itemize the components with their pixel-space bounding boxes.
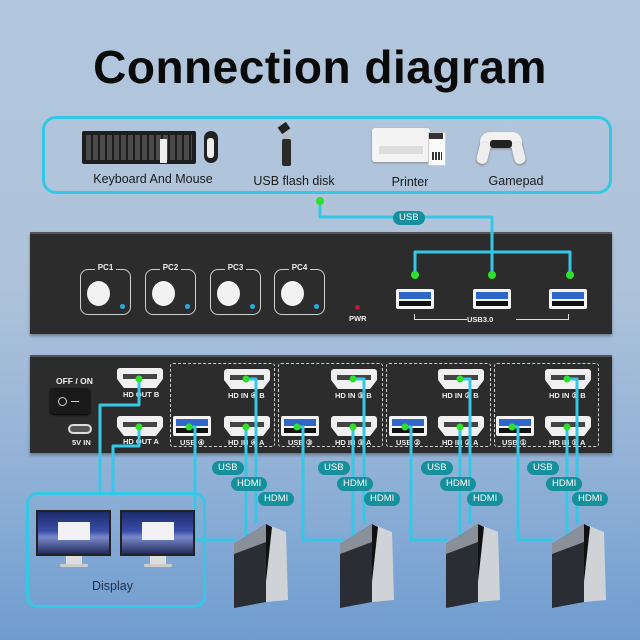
- hdmi-in-4b-label: HD IN ④ B: [228, 391, 265, 400]
- usb-4-port[interactable]: [173, 416, 211, 436]
- hdmi-in-2a-port[interactable]: [438, 416, 484, 436]
- pc-tower-1-icon: [552, 524, 606, 608]
- peripherals-box: [42, 116, 612, 194]
- mouse-icon: [204, 131, 218, 163]
- peripheral-label-usb-disk: USB flash disk: [253, 174, 335, 188]
- keyboard-mouse-icon: [82, 131, 196, 164]
- pc3-led-icon: [250, 304, 255, 309]
- hdmi-in-1a-port[interactable]: [545, 416, 591, 436]
- tag-hdmi-pc2-b: HDMI: [467, 492, 504, 506]
- power-switch[interactable]: [50, 388, 90, 414]
- hdmi-in-2a-label: HD IN ② A: [442, 438, 479, 447]
- hdmi-in-3b-port[interactable]: [331, 369, 377, 389]
- hdmi-in-3a-port[interactable]: [331, 416, 377, 436]
- power-switch-label: OFF / ON: [56, 376, 93, 386]
- tag-hdmi-pc1-a: HDMI: [546, 477, 583, 491]
- tag-usb-pc1: USB: [527, 461, 559, 475]
- usb-3-port[interactable]: [281, 416, 319, 436]
- diagram-title: Connection diagram: [93, 41, 547, 93]
- printer-icon: [372, 124, 446, 166]
- pc2-led-icon: [185, 304, 190, 309]
- pc3-label: PC3: [224, 263, 247, 272]
- hdmi-in-1b-label: HD IN ① B: [549, 391, 586, 400]
- monitor-1-base: [60, 564, 88, 567]
- hdmi-out-a-label: HD OUT A: [123, 437, 159, 446]
- pwr-label: PWR: [349, 314, 367, 323]
- usb-1-label: USB ①: [502, 438, 527, 447]
- usb-2-label: USB ②: [396, 438, 421, 447]
- hdmi-in-4a-label: HD IN ④ A: [228, 438, 265, 447]
- pc-tower-4-icon: [234, 524, 288, 608]
- front-usb-port-3[interactable]: [549, 289, 587, 309]
- pc-tower-3-icon: [340, 524, 394, 608]
- peripheral-label-keyboard: Keyboard And Mouse: [93, 172, 213, 186]
- tag-hdmi-pc1-b: HDMI: [572, 492, 609, 506]
- usb3-bracket-right: [516, 314, 569, 320]
- peripheral-label-printer: Printer: [391, 175, 429, 189]
- hdmi-in-2b-label: HD IN ② B: [442, 391, 479, 400]
- monitor-1-stand: [66, 556, 82, 564]
- dot-peripherals: [316, 197, 324, 205]
- hdmi-in-3a-label: HD IN ③ A: [335, 438, 372, 447]
- pc-tower-2-icon: [446, 524, 500, 608]
- hdmi-in-4a-port[interactable]: [224, 416, 270, 436]
- tag-usb-peripherals: USB: [393, 211, 425, 225]
- hdmi-in-2b-port[interactable]: [438, 369, 484, 389]
- usb-2-port[interactable]: [389, 416, 427, 436]
- usb-c-power-port[interactable]: [68, 424, 92, 434]
- display-label: Display: [92, 579, 133, 593]
- pwr-led-icon: [355, 305, 360, 310]
- usb-flash-disk-icon: [276, 121, 298, 166]
- tag-hdmi-pc4-a: HDMI: [231, 477, 268, 491]
- gamepad-icon: [475, 128, 527, 166]
- usb3-label: USB3.0: [467, 315, 494, 324]
- pc3-button[interactable]: PC3: [210, 263, 261, 315]
- pc1-button[interactable]: PC1: [80, 263, 131, 315]
- pc2-label: PC2: [159, 263, 182, 272]
- pc1-label: PC1: [94, 263, 117, 272]
- pc2-button[interactable]: PC2: [145, 263, 196, 315]
- usb-4-label: USB ④: [180, 438, 205, 447]
- usb-1-port[interactable]: [496, 416, 534, 436]
- tag-usb-pc4: USB: [212, 461, 244, 475]
- hdmi-in-3b-label: HD IN ③ B: [335, 391, 372, 400]
- power-in-label: 5V IN: [72, 438, 91, 447]
- hdmi-out-b-port[interactable]: [117, 368, 163, 388]
- front-usb-port-2[interactable]: [473, 289, 511, 309]
- hdmi-in-1a-label: HD IN ① A: [549, 438, 586, 447]
- hdmi-out-a-port[interactable]: [117, 416, 163, 436]
- monitor-2-base: [144, 564, 172, 567]
- pc4-label: PC4: [288, 263, 311, 272]
- pc4-led-icon: [314, 304, 319, 309]
- monitor-2-stand: [150, 556, 166, 564]
- usb3-bracket-left: [414, 314, 467, 320]
- hdmi-in-1b-port[interactable]: [545, 369, 591, 389]
- display-box: [26, 492, 206, 608]
- tag-hdmi-pc2-a: HDMI: [440, 477, 477, 491]
- hdmi-in-4b-port[interactable]: [224, 369, 270, 389]
- front-usb-port-1[interactable]: [396, 289, 434, 309]
- tag-hdmi-pc4-b: HDMI: [258, 492, 295, 506]
- hdmi-out-b-label: HD OUT B: [123, 390, 160, 399]
- peripheral-label-gamepad: Gamepad: [488, 174, 544, 188]
- monitor-1-icon: [36, 510, 111, 556]
- tag-hdmi-pc3-b: HDMI: [364, 492, 401, 506]
- tag-usb-pc3: USB: [318, 461, 350, 475]
- usb-3-label: USB ③: [288, 438, 313, 447]
- tag-hdmi-pc3-a: HDMI: [337, 477, 374, 491]
- monitor-2-icon: [120, 510, 195, 556]
- pc4-button[interactable]: PC4: [274, 263, 325, 315]
- pc1-led-icon: [120, 304, 125, 309]
- tag-usb-pc2: USB: [421, 461, 453, 475]
